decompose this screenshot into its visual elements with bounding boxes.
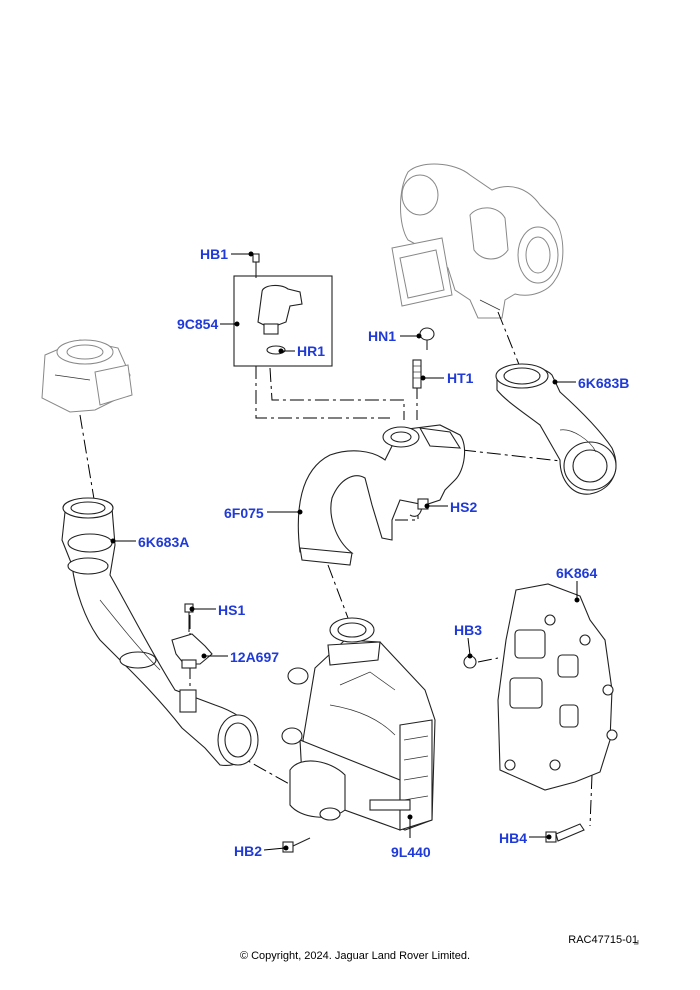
pipe-6k683a[interactable] (61, 497, 259, 766)
hose-6k683b[interactable] (495, 363, 617, 495)
bracket-6k864[interactable] (497, 583, 618, 791)
label-hs1: HS1 (218, 602, 245, 618)
intercooler-9l440[interactable] (281, 617, 436, 831)
bolt-hb4[interactable] (545, 823, 585, 843)
callout-lines (110, 251, 580, 851)
label-hb2: HB2 (234, 843, 262, 859)
label-hb3: HB3 (454, 622, 482, 638)
label-6k864: 6K864 (556, 565, 597, 581)
label-9l440: 9L440 (391, 844, 431, 860)
label-6k683a: 6K683A (138, 534, 189, 550)
sensor-9c854[interactable] (233, 253, 333, 367)
label-6f075: 6F075 (224, 505, 264, 521)
label-hb4: HB4 (499, 830, 527, 846)
part-labels: HB1 9C854 HR1 HN1 HT1 6K683B 6F075 HS2 6… (138, 246, 629, 860)
label-hr1: HR1 (297, 343, 325, 359)
copyright-notice: © Copyright, 2024. Jaguar Land Rover Lim… (239, 950, 471, 962)
stud-hn1-ht1[interactable] (412, 327, 435, 389)
label-12a697: 12A697 (230, 649, 279, 665)
label-ht1: HT1 (447, 370, 474, 386)
label-9c854: 9C854 (177, 316, 218, 332)
label-hn1: HN1 (368, 328, 396, 344)
turbocharger-ghost (391, 163, 564, 319)
label-6k683b: 6K683B (578, 375, 629, 391)
throttle-body-ghost (41, 339, 133, 413)
pipe-6f075[interactable] (297, 424, 466, 566)
diagram-reference-id: RAC47715-01 (568, 934, 638, 946)
label-hb1: HB1 (200, 246, 228, 262)
label-hs2: HS2 (450, 499, 477, 515)
corner-mark (634, 940, 639, 945)
sensor-12a697[interactable] (171, 633, 213, 669)
